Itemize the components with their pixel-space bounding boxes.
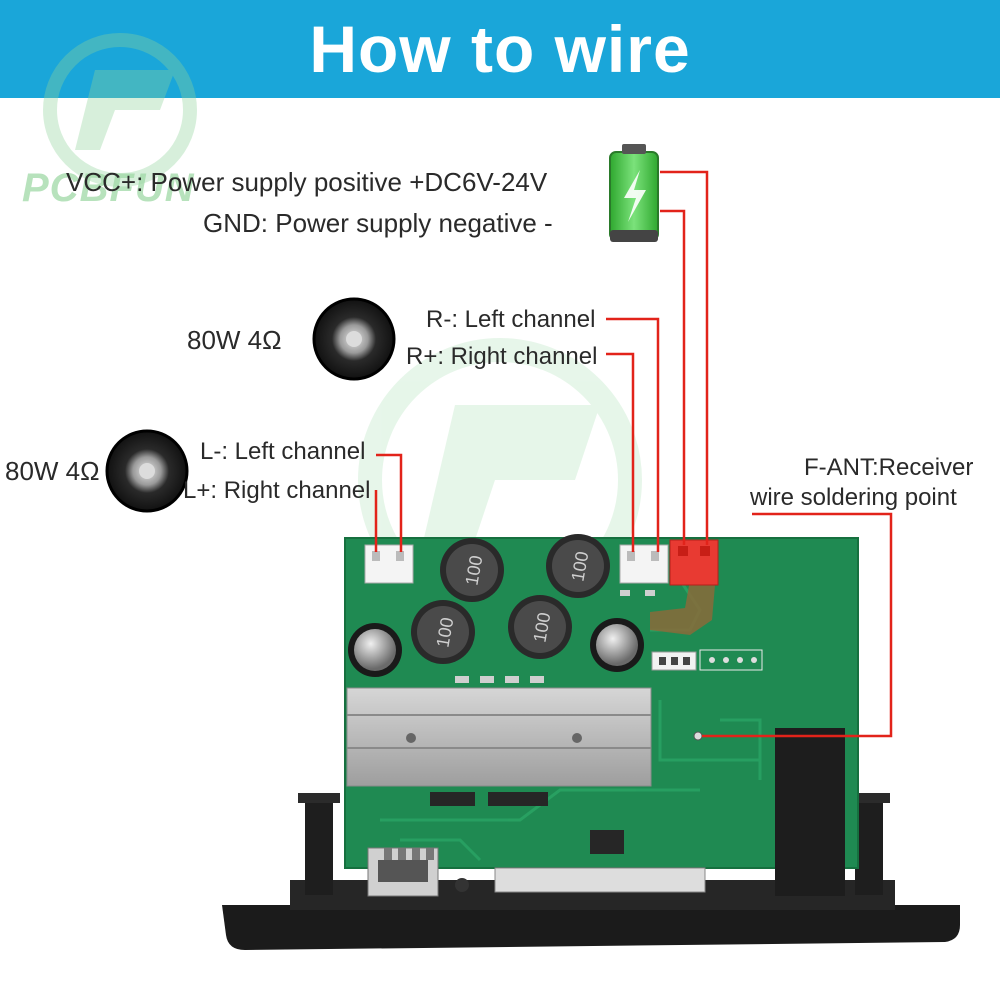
- usb-port: [367, 847, 439, 897]
- faceplate: [222, 905, 960, 950]
- speaker-left-connector: [364, 544, 414, 584]
- ic-chips: [430, 792, 624, 854]
- inductor-1: 100: [440, 538, 504, 602]
- inductor-3: 100: [411, 600, 475, 664]
- vcc-label: VCC+: Power supply positive +DC6V-24V: [66, 167, 548, 197]
- capacitor-right: [590, 618, 644, 672]
- l-plus-label: L+: Right channel: [183, 477, 371, 504]
- r-minus-label: R-: Left channel: [426, 306, 596, 333]
- header-bar: How to wire: [0, 0, 1000, 98]
- speaker-right-rating: 80W 4Ω: [187, 325, 282, 355]
- gnd-label: GND: Power supply negative -: [203, 208, 553, 238]
- power-connector: [669, 539, 719, 586]
- speaker-right-icon: [312, 297, 396, 381]
- speaker-left-icon: [105, 429, 189, 513]
- inductor-4: 100: [508, 595, 572, 659]
- pin-header-3: [651, 651, 697, 671]
- antenna-label-line1: F-ANT:Receiver: [804, 454, 974, 481]
- inductor-2: 100: [546, 534, 610, 598]
- brand-name: PCBFUN: [22, 166, 195, 210]
- brand-watermark-logo: [43, 33, 197, 187]
- mount-post-right: [855, 795, 883, 895]
- r-plus-label: R+: Right channel: [406, 343, 598, 370]
- antenna-label-line2: wire soldering point: [750, 484, 957, 511]
- aux-jack-housing: [775, 728, 845, 896]
- l-minus-label: L-: Left channel: [200, 438, 366, 465]
- smd-components: [455, 590, 655, 683]
- speaker-right-connector: [619, 544, 669, 584]
- page-title: How to wire: [309, 12, 691, 86]
- wire-lines: [374, 170, 893, 738]
- pin-header-4: [699, 649, 763, 671]
- speaker-left-rating: 80W 4Ω: [5, 456, 100, 486]
- battery-icon: [609, 144, 659, 242]
- card-slot: [494, 867, 706, 893]
- capacitor-left: [348, 623, 402, 677]
- mount-post-left: [305, 795, 333, 895]
- ir-receiver: [455, 878, 469, 892]
- heatsink: [346, 687, 652, 787]
- antenna-solder-point: [693, 731, 703, 741]
